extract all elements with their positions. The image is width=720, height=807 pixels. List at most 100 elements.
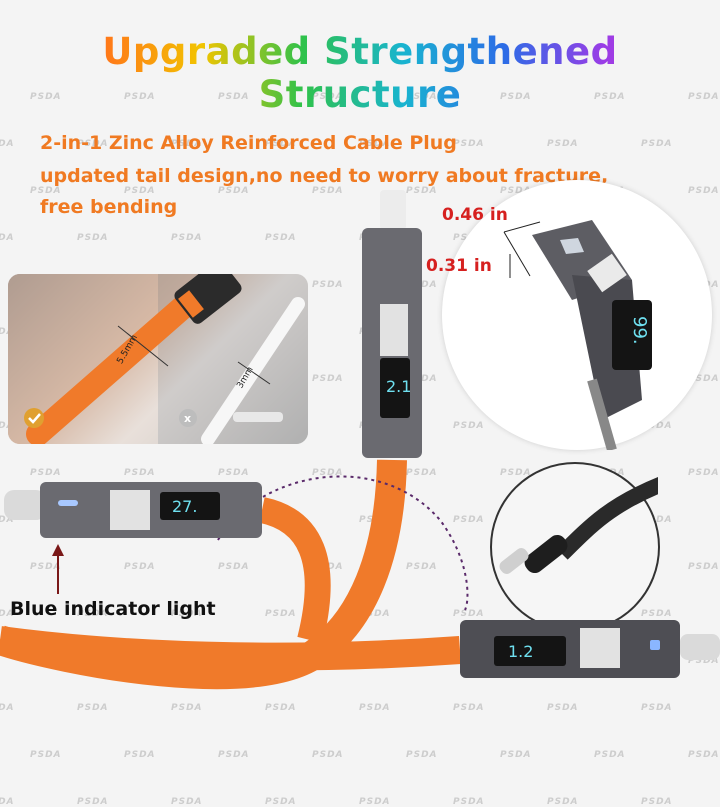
watermark-text: PSDA: [312, 468, 344, 478]
watermark-text: PSDA: [0, 233, 15, 243]
watermark-text: PSDA: [547, 703, 579, 713]
watermark-text: PSDA: [312, 92, 344, 102]
orange-cable-bottom: [0, 626, 461, 671]
left-plug-display: [160, 492, 220, 520]
orange-cable: [26, 282, 210, 444]
watermark-text: PSDA: [77, 703, 109, 713]
watermark-text: PSDA: [0, 703, 15, 713]
watermark-text: PSDA: [688, 656, 720, 666]
svg-text:x: x: [184, 412, 191, 425]
watermark-text: PSDA: [312, 374, 344, 384]
headline-title: Upgraded Strengthened Structure: [0, 30, 720, 116]
watermark-text: PSDA: [124, 186, 156, 196]
watermark-text: PSDA: [171, 797, 203, 807]
left-plug-usb-c-tip: [4, 490, 46, 520]
watermark-text: PSDA: [30, 186, 62, 196]
watermark-text: PSDA: [77, 233, 109, 243]
feature-line-1: 2-in-1 Zinc Alloy Reinforced Cable Plug: [40, 132, 457, 154]
watermark-text: PSDA: [171, 139, 203, 149]
cross-icon: [179, 409, 197, 427]
blue-indicator-light: [58, 500, 78, 506]
watermark-text: PSDA: [641, 421, 673, 431]
white-cable: [201, 297, 305, 444]
bottom-plug-body: [460, 620, 680, 678]
watermark-text: PSDA: [0, 421, 15, 431]
watermark-text: PSDA: [265, 703, 297, 713]
watermark-text: PSDA: [218, 750, 250, 760]
watermark-text: PSDA: [218, 186, 250, 196]
watermark-text: PSDA: [406, 750, 438, 760]
watermark-text: PSDA: [688, 750, 720, 760]
watermark-text: PSDA: [312, 186, 344, 196]
bottom-plug-display-value: 1.2: [508, 642, 533, 661]
watermark-text: PSDA: [265, 233, 297, 243]
thickness-dimension-label: 0.31 in: [426, 256, 492, 276]
watermark-text: PSDA: [406, 186, 438, 196]
watermark-text: PSDA: [453, 609, 485, 619]
watermark-text: PSDA: [265, 609, 297, 619]
watermark-text: PSDA: [688, 562, 720, 572]
watermark-text: PSDA: [641, 703, 673, 713]
watermark-text: PSDA: [265, 797, 297, 807]
watermark-text: PSDA: [0, 327, 15, 337]
watermark-text: PSDA: [359, 797, 391, 807]
watermark-text: PSDA: [359, 139, 391, 149]
bottom-plug-usb-c-tip: [680, 634, 720, 660]
top-plug-display-value: 2.1: [386, 377, 411, 396]
watermark-text: PSDA: [77, 139, 109, 149]
watermark-text: PSDA: [171, 233, 203, 243]
orange-cable-left: [258, 497, 331, 644]
watermark-text: PSDA: [500, 92, 532, 102]
watermark-text: PSDA: [124, 92, 156, 102]
cable-thickness-comparison-inset: 5.5mm 3mm x: [8, 274, 308, 444]
indicator-light-label: Blue indicator light: [10, 598, 216, 620]
watermark-text: PSDA: [218, 92, 250, 102]
braided-cable-zoom-circle: [490, 462, 660, 632]
check-icon: [24, 408, 44, 428]
indicator-arrow-head: [52, 544, 64, 556]
left-plug-display-value: 27.: [172, 497, 197, 516]
watermark-text: PSDA: [124, 562, 156, 572]
watermark-text: PSDA: [453, 703, 485, 713]
watermark-text: PSDA: [453, 139, 485, 149]
watermark-text: PSDA: [359, 609, 391, 619]
watermark-text: PSDA: [359, 703, 391, 713]
product-illustration: 2.1 27. 1.2: [0, 228, 720, 690]
watermark-text: PSDA: [0, 797, 15, 807]
watermark-text: PSDA: [30, 750, 62, 760]
watermark-text: PSDA: [688, 468, 720, 478]
watermark-text: PSDA: [547, 139, 579, 149]
watermark-text: PSDA: [218, 468, 250, 478]
watermark-text: PSDA: [500, 468, 532, 478]
watermark-text: PSDA: [641, 609, 673, 619]
plug-display: [612, 300, 652, 370]
watermark-text: PSDA: [265, 139, 297, 149]
plug-dimension-zoom-circle: 99.: [442, 180, 712, 450]
watermark-text: PSDA: [0, 515, 15, 525]
watermark-text: PSDA: [500, 750, 532, 760]
watermark-text: PSDA: [312, 280, 344, 290]
watermark-text: PSDA: [594, 92, 626, 102]
usb-c-connector: [524, 534, 568, 574]
watermark-text: PSDA: [77, 797, 109, 807]
watermark-text: PSDA: [547, 797, 579, 807]
watermark-text: PSDA: [406, 468, 438, 478]
watermark-text: PSDA: [406, 562, 438, 572]
watermark-text: PSDA: [218, 562, 250, 572]
watermark-text: PSDA: [312, 750, 344, 760]
watermark-text: PSDA: [453, 797, 485, 807]
watermark-text: PSDA: [594, 750, 626, 760]
watermark-text: PSDA: [171, 609, 203, 619]
watermark-text: PSDA: [30, 92, 62, 102]
watermark-text: PSDA: [688, 374, 720, 384]
watermark-text: PSDA: [453, 515, 485, 525]
black-braided-cable: [556, 477, 658, 560]
watermark-text: PSDA: [500, 186, 532, 196]
watermark-text: PSDA: [406, 92, 438, 102]
watermark-text: PSDA: [453, 421, 485, 431]
watermark-text: PSDA: [30, 562, 62, 572]
feature-line-2: updated tail design,no need to worry abo…: [40, 165, 609, 187]
feature-line-3: free bending: [40, 196, 178, 218]
watermark-text: PSDA: [641, 797, 673, 807]
watermark-text: PSDA: [688, 186, 720, 196]
